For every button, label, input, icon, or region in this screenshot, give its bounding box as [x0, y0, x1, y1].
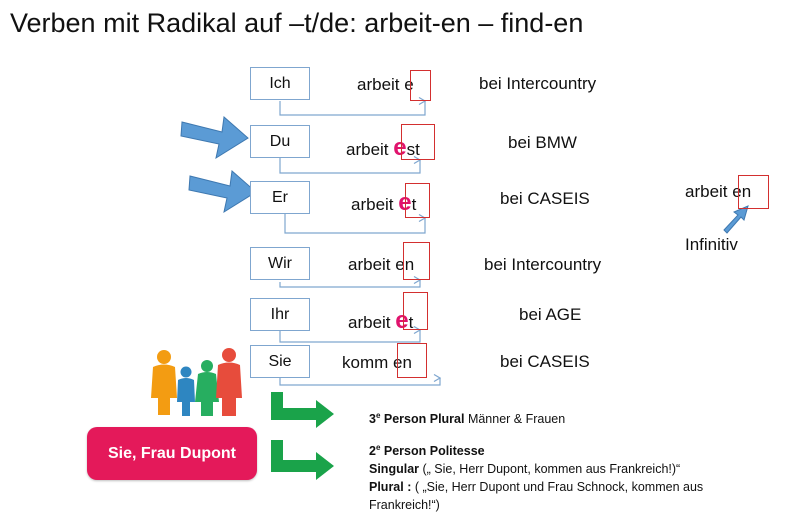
- pronoun-box-ihr: Ihr: [250, 298, 310, 331]
- note-third-person-plural: 3e Person Plural Männer & Frauen: [369, 411, 566, 427]
- company-er: bei CASEIS: [500, 189, 590, 208]
- connector-wir: [279, 280, 420, 288]
- connector-ihr: [279, 330, 420, 343]
- verb-form-du: arbeit est: [346, 134, 420, 161]
- sie-frau-dupont-button: Sie, Frau Dupont: [87, 427, 257, 480]
- infinitive-arrow: [723, 205, 749, 234]
- ending-highlight-du: [401, 124, 435, 160]
- note-plural-cont: Frankreich!“): [369, 498, 440, 513]
- connector-sie: [279, 375, 440, 386]
- company-ich: bei Intercountry: [479, 74, 597, 93]
- pronoun-box-ich: Ich: [250, 67, 310, 100]
- verb-stem: arbeit: [357, 75, 405, 94]
- people-icon: [151, 348, 242, 416]
- pronoun-box-du: Du: [250, 125, 310, 158]
- pronoun-box-er: Er: [250, 181, 310, 214]
- company-du: bei BMW: [508, 133, 577, 152]
- ending-highlight-infinitive: [738, 175, 769, 209]
- verb-stem: arbeit: [348, 255, 396, 274]
- note-politesse-heading: 2e Person Politesse: [369, 443, 485, 459]
- green-arrow-plural: [271, 392, 334, 428]
- ending-highlight-ich: [410, 70, 431, 101]
- verb-form-ihr: arbeit et: [348, 307, 414, 334]
- company-sie: bei CASEIS: [500, 352, 590, 371]
- verb-ending: et: [398, 189, 417, 216]
- pronoun-box-wir: Wir: [250, 247, 310, 280]
- infinitive-label: Infinitiv: [685, 235, 738, 254]
- blue-arrow-er: [188, 170, 257, 214]
- verb-form-wir: arbeit en: [348, 253, 414, 276]
- verb-stem: arbeit: [348, 313, 396, 332]
- verb-ending: et: [395, 307, 414, 334]
- infinitive-form: arbeit en: [685, 182, 751, 202]
- slide-title: Verben mit Radikal auf –t/de: arbeit-en …: [10, 8, 584, 38]
- verb-stem: komm: [342, 353, 393, 372]
- note-singular: Singular („ Sie, Herr Dupont, kommen aus…: [369, 462, 681, 477]
- connector-ich: [279, 101, 425, 116]
- verb-stem: arbeit: [346, 140, 394, 159]
- pronoun-box-sie: Sie: [250, 345, 310, 378]
- connector-du: [279, 158, 420, 174]
- ending-highlight-sie: [397, 343, 427, 378]
- company-wir: bei Intercountry: [484, 255, 602, 274]
- infinitive-ending: en: [732, 182, 752, 201]
- note-politesse: 2e Person Politesse Singular („ Sie, Her…: [369, 439, 703, 514]
- ending-highlight-ihr: [403, 292, 428, 330]
- verb-ending: est: [393, 134, 420, 161]
- blue-arrow-du: [180, 116, 249, 160]
- infinitive-stem: arbeit: [685, 182, 733, 201]
- verb-form-er: arbeit et: [351, 189, 417, 216]
- connector-er: [284, 214, 425, 234]
- verb-ending: en: [395, 255, 415, 274]
- verb-form-ich: arbeit e: [357, 73, 414, 96]
- company-ihr: bei AGE: [519, 305, 582, 324]
- verb-ending: e: [404, 75, 414, 94]
- note-plural: Plural : ( „Sie, Herr Dupont und Frau Sc…: [369, 480, 704, 495]
- ending-highlight-wir: [403, 242, 430, 280]
- verb-stem: arbeit: [351, 195, 399, 214]
- green-arrow-politesse: [271, 440, 334, 480]
- ending-highlight-er: [405, 183, 430, 218]
